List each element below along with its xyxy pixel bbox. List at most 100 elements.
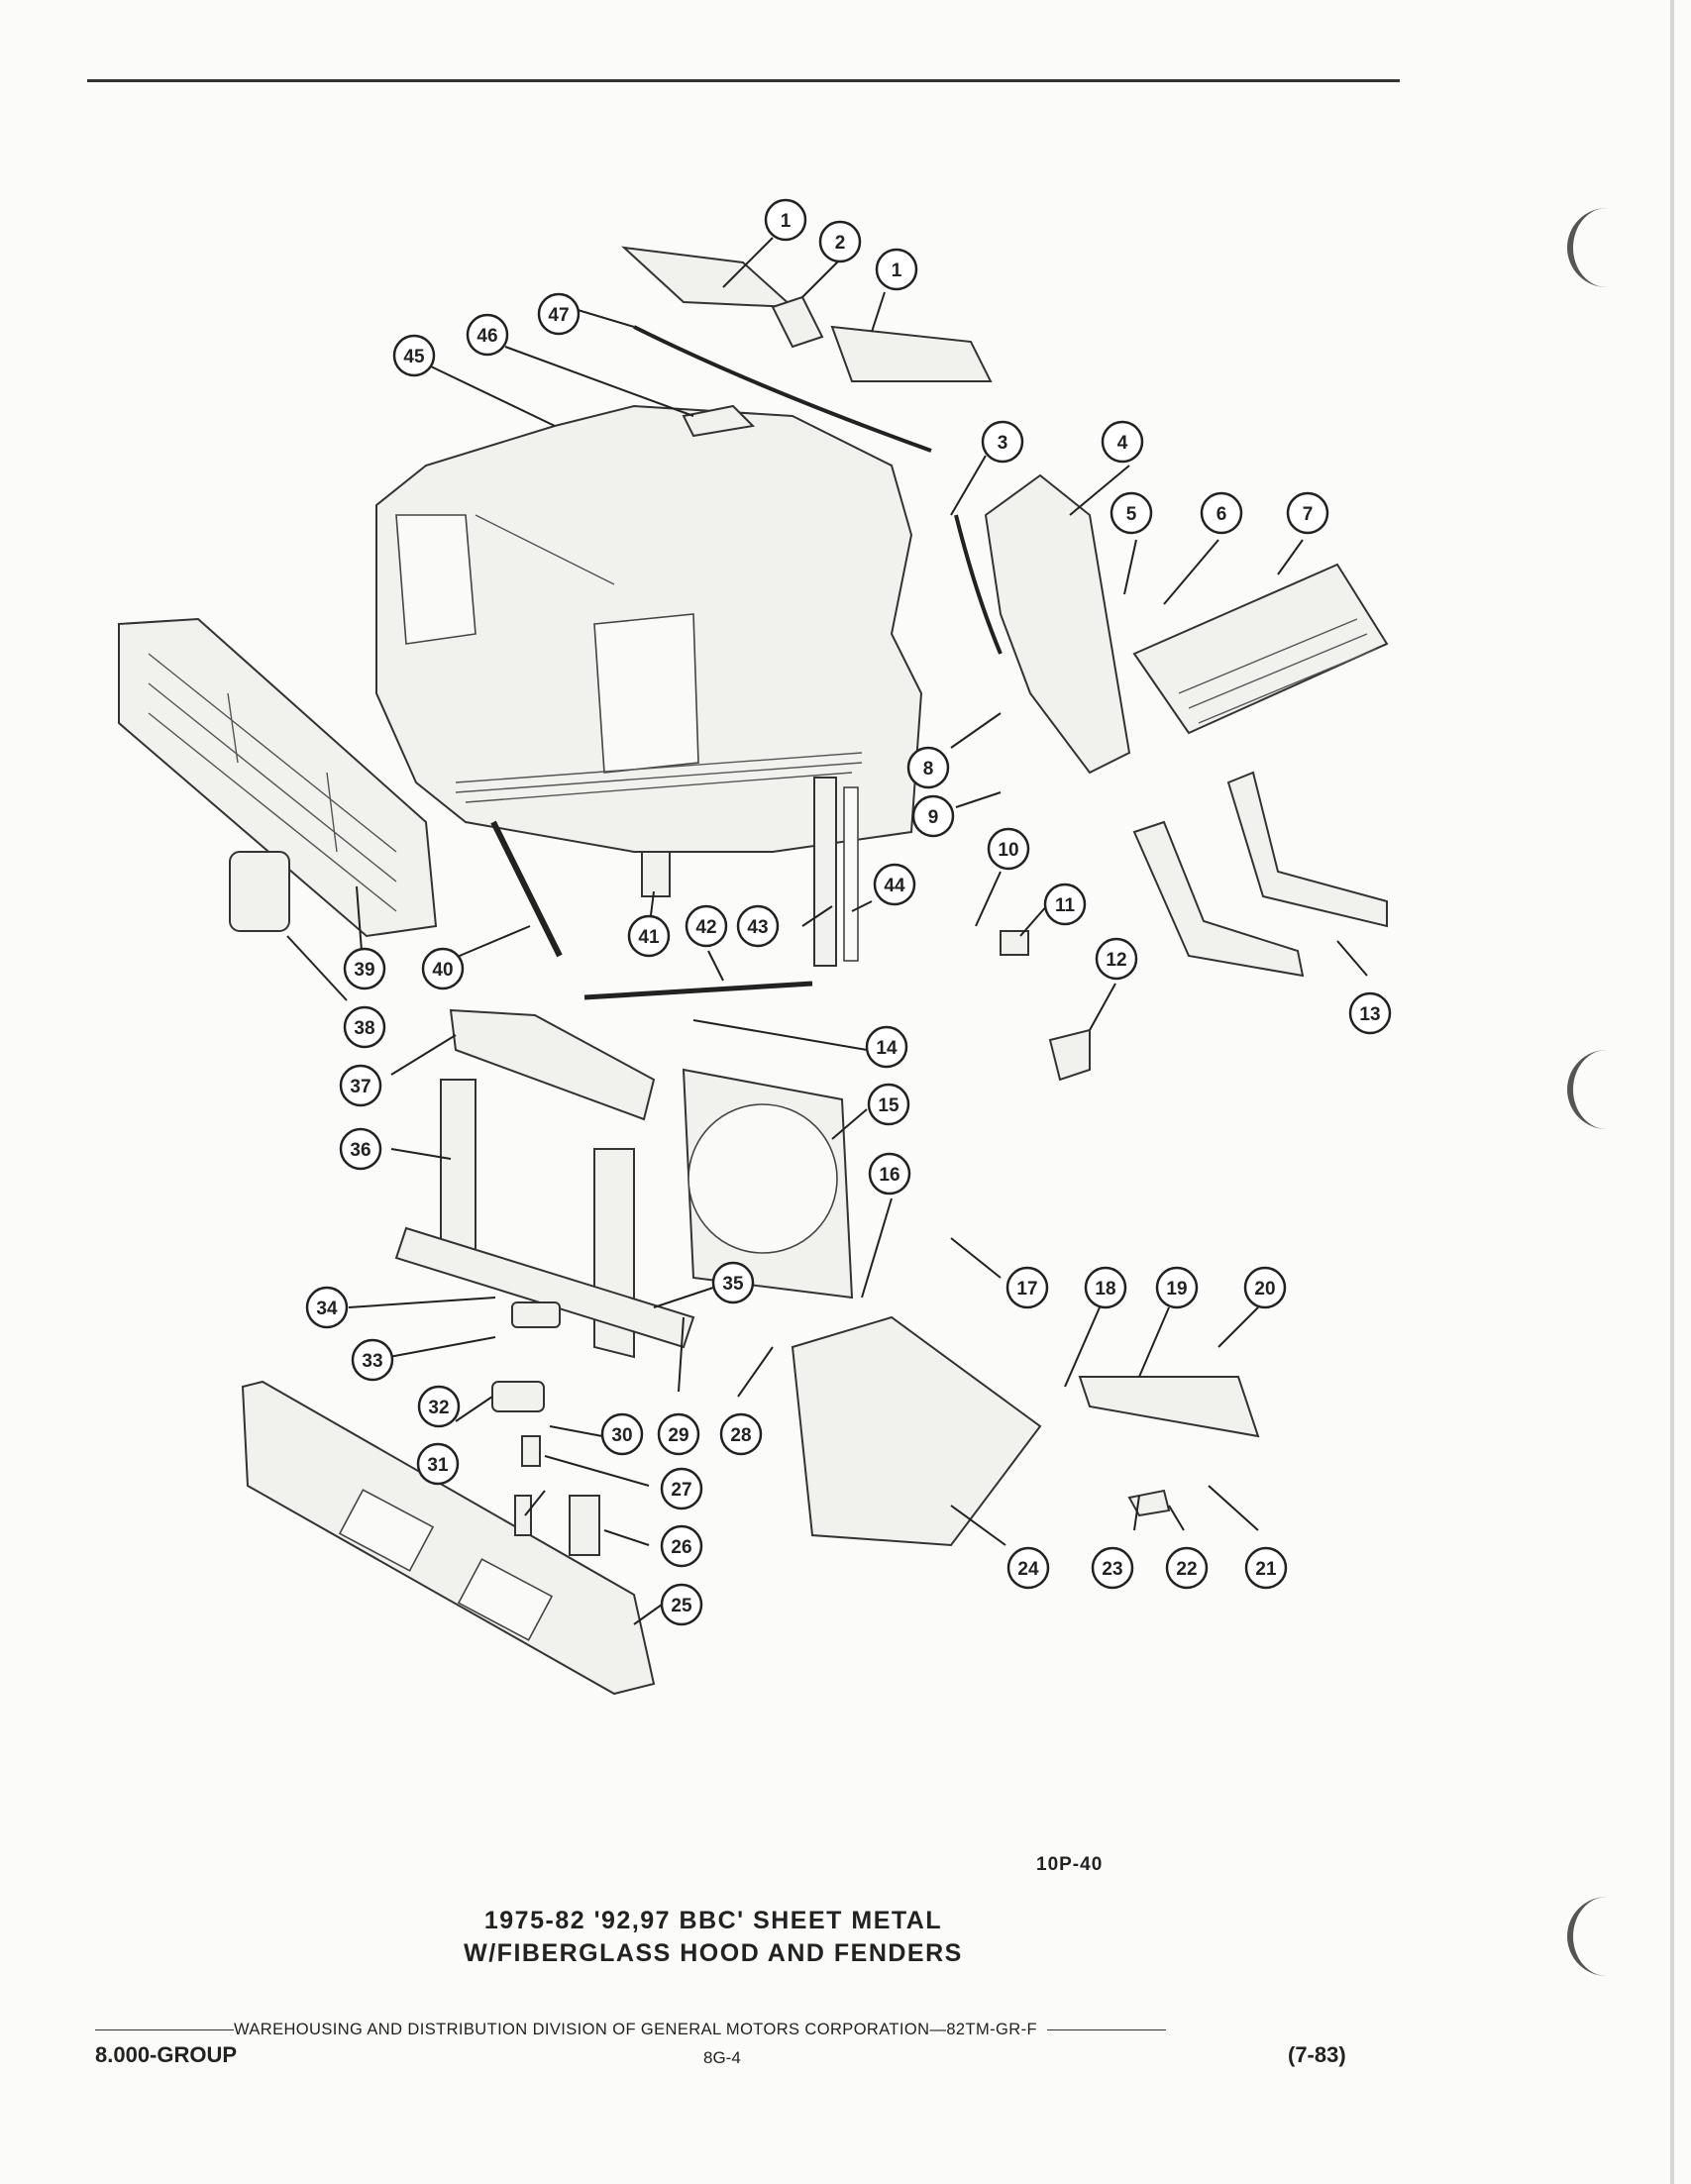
- footer-publisher: WAREHOUSING AND DISTRIBUTION DIVISION OF…: [234, 2021, 1037, 2038]
- figure-title-line2: W/FIBERGLASS HOOD AND FENDERS: [464, 1939, 963, 1967]
- callout-39: 39: [343, 947, 386, 990]
- footer-group: 8.000-GROUP: [95, 2042, 238, 2067]
- cowl-vent-right: [830, 325, 993, 382]
- svg-text:28: 28: [730, 1425, 751, 1446]
- cowl-vent-left: [621, 246, 795, 309]
- svg-text:4: 4: [1117, 433, 1128, 454]
- bumper-bracket: [569, 1495, 600, 1556]
- svg-text:26: 26: [671, 1537, 691, 1558]
- callout-42: 42: [685, 904, 728, 948]
- svg-text:17: 17: [1016, 1279, 1037, 1300]
- svg-text:36: 36: [350, 1140, 370, 1161]
- svg-text:40: 40: [432, 960, 453, 981]
- callout-7: 7: [1286, 491, 1329, 535]
- callout-22: 22: [1165, 1546, 1209, 1590]
- callout-5: 5: [1110, 491, 1153, 535]
- callout-13: 13: [1348, 991, 1392, 1035]
- callout-31: 31: [416, 1442, 460, 1486]
- callout-20: 20: [1243, 1266, 1287, 1309]
- callout-3: 3: [981, 420, 1024, 464]
- svg-text:2: 2: [835, 233, 846, 254]
- cushion-pad: [511, 1301, 561, 1328]
- callout-2: 2: [818, 220, 862, 263]
- callout-33: 33: [351, 1338, 394, 1382]
- svg-text:20: 20: [1254, 1279, 1275, 1300]
- callout-35: 35: [711, 1261, 755, 1304]
- svg-text:29: 29: [668, 1425, 688, 1446]
- splash-shield: [791, 1315, 1042, 1547]
- footer-publisher-line: WAREHOUSING AND DISTRIBUTION DIVISION OF…: [95, 2021, 1363, 2039]
- page-edge: [1670, 0, 1674, 2184]
- support-bracket: [1078, 1376, 1260, 1438]
- svg-text:21: 21: [1255, 1559, 1277, 1580]
- svg-text:32: 32: [428, 1398, 449, 1418]
- grille: [118, 617, 438, 938]
- support-rod: [490, 820, 563, 958]
- svg-text:9: 9: [928, 807, 939, 828]
- step-plate: [1132, 563, 1389, 735]
- svg-text:22: 22: [1176, 1559, 1197, 1580]
- callout-28: 28: [719, 1412, 763, 1456]
- hood-hinge: [641, 851, 671, 897]
- callout-46: 46: [466, 313, 509, 357]
- svg-text:27: 27: [671, 1480, 691, 1501]
- callout-45: 45: [392, 334, 436, 377]
- callout-47: 47: [537, 292, 581, 336]
- callout-25: 25: [660, 1583, 703, 1626]
- svg-text:16: 16: [879, 1165, 899, 1186]
- leader-lines: [286, 237, 1368, 1625]
- svg-text:43: 43: [747, 917, 768, 938]
- spacer: [521, 1435, 541, 1467]
- callout-27: 27: [660, 1467, 703, 1510]
- callout-9: 9: [911, 794, 955, 838]
- figure-title-line1: 1975-82 '92,97 BBC' SHEET METAL: [483, 1907, 943, 1934]
- callout-15: 15: [867, 1083, 910, 1126]
- step-bracket: [1132, 820, 1305, 978]
- svg-text:15: 15: [878, 1095, 899, 1116]
- svg-text:47: 47: [548, 305, 569, 326]
- callout-16: 16: [868, 1152, 911, 1196]
- callout-19: 19: [1155, 1266, 1199, 1309]
- callout-32: 32: [417, 1385, 461, 1428]
- seal-strip: [813, 777, 837, 967]
- callout-17: 17: [1005, 1266, 1049, 1309]
- footer-date: (7-83): [1288, 2042, 1346, 2067]
- svg-text:38: 38: [354, 1018, 374, 1039]
- callout-24: 24: [1006, 1546, 1050, 1590]
- callout-10: 10: [987, 827, 1030, 871]
- callout-8: 8: [906, 746, 950, 789]
- svg-text:44: 44: [884, 876, 905, 896]
- svg-text:3: 3: [998, 433, 1008, 454]
- callout-11: 11: [1043, 883, 1087, 926]
- svg-text:1: 1: [892, 260, 902, 281]
- binder-hole: [1567, 1050, 1619, 1129]
- spring: [1000, 930, 1029, 956]
- hood-seal: [633, 325, 932, 453]
- svg-text:24: 24: [1017, 1559, 1039, 1580]
- svg-text:8: 8: [923, 759, 934, 780]
- footer-rule: [95, 2028, 234, 2031]
- svg-text:1: 1: [781, 211, 792, 232]
- callout-43: 43: [736, 904, 780, 948]
- svg-text:41: 41: [638, 927, 660, 948]
- callout-29: 29: [657, 1412, 700, 1456]
- callout-44: 44: [873, 863, 916, 906]
- callout-30: 30: [600, 1412, 644, 1456]
- hood-bracket: [682, 404, 756, 438]
- svg-text:46: 46: [476, 326, 497, 347]
- fender-skirt: [984, 473, 1131, 775]
- callout-4: 4: [1101, 420, 1144, 464]
- svg-text:6: 6: [1216, 504, 1227, 525]
- svg-text:14: 14: [876, 1038, 898, 1059]
- svg-text:19: 19: [1166, 1279, 1187, 1300]
- footer-rule: [1046, 2028, 1166, 2031]
- figure-reference: 10P-40: [1036, 1854, 1104, 1875]
- svg-text:10: 10: [998, 840, 1018, 861]
- svg-text:31: 31: [427, 1455, 449, 1476]
- fender-seal: [954, 514, 1003, 655]
- callout-1: 1: [764, 198, 807, 242]
- callout-37: 37: [339, 1064, 382, 1107]
- svg-text:13: 13: [1359, 1004, 1380, 1025]
